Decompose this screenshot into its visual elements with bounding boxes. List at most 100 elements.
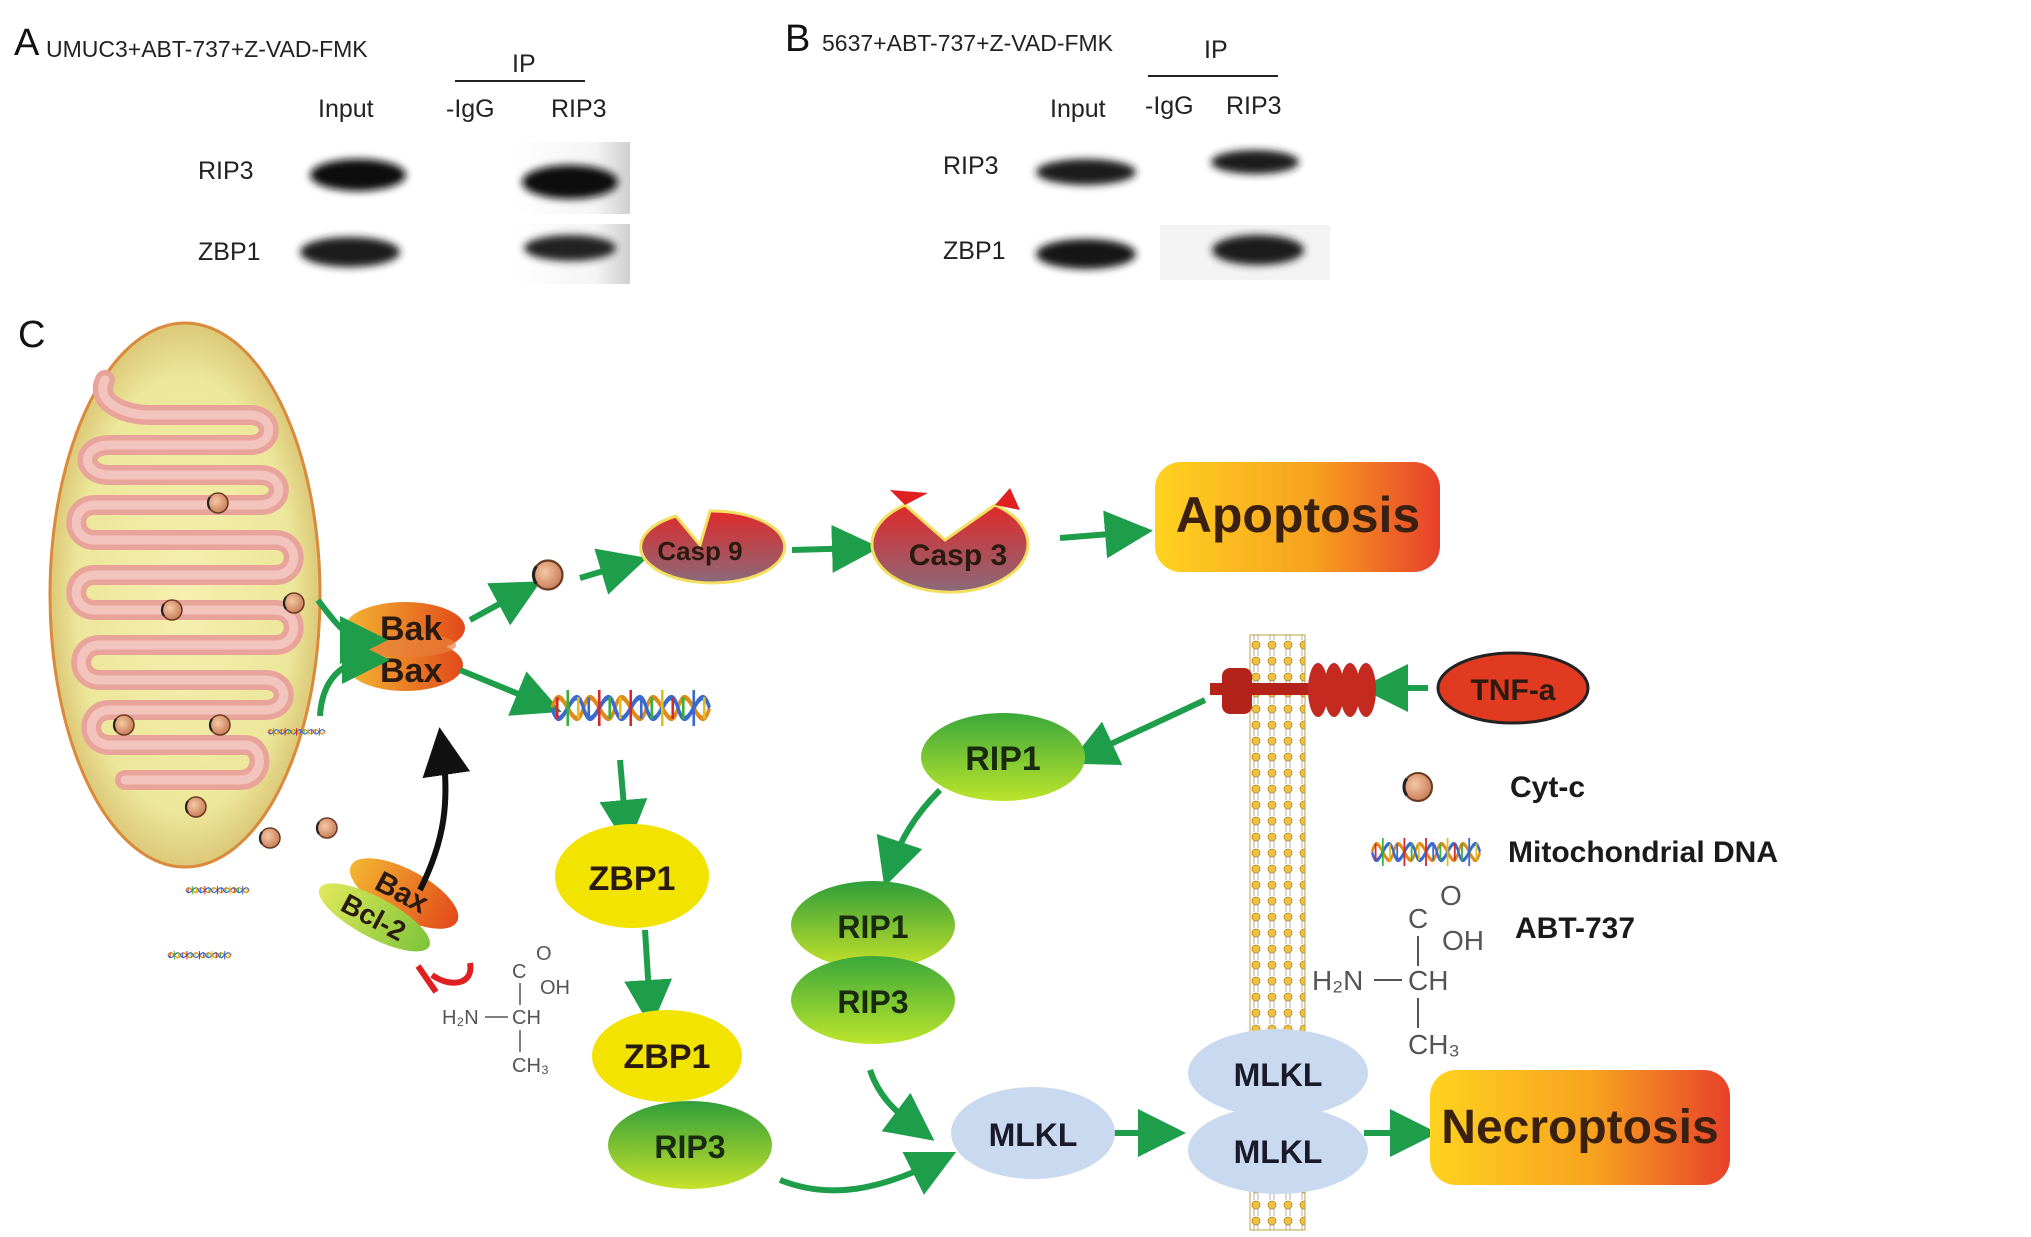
panel-a-blot — [300, 142, 630, 284]
panel-a-ip-label: IP — [512, 50, 536, 78]
svg-text:C: C — [512, 961, 526, 983]
cytc-in-mito-2 — [160, 598, 184, 622]
bax-bcl2-complex: Bax Bcl-2 — [318, 858, 459, 952]
legend-cytc-label: Cyt-c — [1510, 771, 1585, 804]
arrow-bcl2-release — [417, 727, 471, 892]
rip3-zbp-complex-label: RIP3 — [654, 1129, 725, 1165]
panel-a-col-input: Input — [318, 95, 374, 123]
svg-text:H₂N: H₂N — [1312, 965, 1363, 996]
panel-b-band-input-rip3 — [1036, 159, 1136, 185]
svg-text:Casp 3: Casp 3 — [909, 539, 1007, 572]
cytc-in-mito-3 — [282, 591, 306, 615]
panel-a-row-rip3: RIP3 — [198, 157, 254, 185]
svg-text:CH₃: CH₃ — [1408, 1029, 1460, 1060]
panel-a-col-igg: -IgG — [446, 95, 495, 123]
cytc-in-mito-6 — [184, 795, 208, 819]
svg-text:Casp 9: Casp 9 — [657, 536, 742, 566]
rip1-node — [921, 713, 1085, 801]
zbp1-node — [555, 824, 709, 928]
arrow-casp3-to-apoptosis — [1059, 510, 1153, 559]
svg-text:OH: OH — [1442, 925, 1484, 956]
panel-a-title: UMUC3+ABT-737+Z-VAD-FMK — [46, 36, 368, 62]
necroptosis-box — [1430, 1070, 1730, 1185]
svg-text:OH: OH — [540, 977, 570, 999]
panel-c-letter: C — [18, 314, 46, 356]
arrow-rip1-to-complex — [876, 787, 943, 888]
rip1-complex-label: RIP1 — [837, 909, 908, 945]
abt-inhibitor-arrow — [430, 962, 474, 986]
rip1-label: RIP1 — [965, 740, 1041, 778]
panel-a-ip-bracket — [455, 80, 585, 82]
svg-text:CH: CH — [512, 1007, 541, 1029]
zbp1-label: ZBP1 — [589, 860, 676, 898]
panel-b-ip-label: IP — [1204, 36, 1228, 64]
panel-a-band-rip3-rip3 — [522, 165, 618, 199]
panel-b-title: 5637+ABT-737+Z-VAD-FMK — [822, 30, 1114, 56]
panel-b-col-input: Input — [1050, 95, 1106, 123]
cytc-free — [531, 558, 565, 592]
svg-text:H₂N: H₂N — [442, 1007, 479, 1029]
tnf-receptor — [1210, 663, 1376, 717]
legend-mtdna-icon — [1372, 838, 1480, 866]
svg-text:CH: CH — [1408, 965, 1448, 996]
panel-b-band-rip3-rip3 — [1211, 150, 1299, 174]
cytc-in-mito-8 — [315, 816, 339, 840]
cytc-in-mito-1 — [206, 491, 230, 515]
panel-a-band-input-rip3 — [310, 159, 406, 191]
arrow-cytc-to-casp9 — [579, 548, 648, 595]
panel-a-row-zbp1: ZBP1 — [198, 238, 261, 266]
apoptosis-label: Apoptosis — [1176, 487, 1420, 543]
arrow-rip3-to-mlkl — [778, 1151, 957, 1195]
panel-b-col-rip3: RIP3 — [1226, 92, 1282, 120]
panel-b-letter: B — [785, 18, 811, 60]
panel-b-blot — [1036, 150, 1330, 280]
legend-mtdna-label: Mitochondrial DNA — [1508, 836, 1778, 869]
mlkl-bottom-label: MLKL — [1234, 1134, 1323, 1170]
mitochondrion — [48, 321, 339, 961]
bax-label: Bax — [380, 652, 442, 690]
panel-a-col-rip3: RIP3 — [551, 95, 607, 123]
casp3-node: Casp 3 — [870, 488, 1030, 594]
arrow-casp9-to-casp3 — [791, 524, 880, 573]
zbp1-complex-label: ZBP1 — [624, 1038, 711, 1076]
arrows — [315, 510, 1438, 1195]
svg-text:C: C — [1408, 903, 1428, 934]
arrow-bak-to-cytc — [468, 581, 541, 626]
arrow-tnfr-to-rip1 — [1068, 697, 1207, 766]
panel-b-band-rip3-zbp1 — [1212, 235, 1304, 265]
panel-b-ip-bracket — [1148, 75, 1278, 77]
mlkl-node — [951, 1087, 1115, 1179]
bak-label: Bak — [380, 610, 442, 648]
abt-molecule-small: O C OH H₂N CH CH₃ — [442, 943, 570, 1077]
rip3-zbp-complex-node — [608, 1101, 772, 1189]
arrow-dna-to-bax — [317, 636, 390, 717]
apoptosis-box — [1155, 462, 1440, 572]
panel-b-row-zbp1: ZBP1 — [943, 237, 1006, 265]
panel-b-band-input-zbp1 — [1036, 239, 1136, 269]
abt-molecule-legend: O C OH H₂N CH CH₃ — [1312, 880, 1484, 1060]
mtdna-in-mito-2 — [185, 885, 250, 896]
panel-a-band-input-zbp1 — [300, 237, 400, 267]
mlkl-label: MLKL — [989, 1117, 1078, 1153]
arrow-zbp1-to-zbp1 — [624, 929, 673, 1028]
legend-cytc-icon — [1402, 771, 1434, 803]
zbp1-complex-node — [592, 1010, 742, 1102]
abt-inhibitor-bar — [415, 964, 439, 994]
svg-text:O: O — [536, 943, 552, 965]
rip3-complex-node — [791, 956, 955, 1044]
tnf-label: TNF-a — [1471, 674, 1556, 707]
necroptosis-label: Necroptosis — [1441, 1101, 1718, 1154]
svg-text:CH₃: CH₃ — [512, 1055, 549, 1077]
mtdna-free — [552, 690, 710, 726]
mlkl-bottom-node — [1188, 1106, 1368, 1194]
cytc-in-mito-5 — [208, 713, 232, 737]
cytc-in-mito-7 — [258, 826, 282, 850]
panel-a-band-rip3-zbp1 — [524, 235, 616, 261]
mtdna-in-mito-3 — [167, 950, 232, 961]
mlkl-top-node — [1188, 1029, 1368, 1117]
cytc-in-mito-4 — [112, 713, 136, 737]
arrow-mtdna-to-zbp1 — [599, 759, 648, 848]
panel-b-row-rip3: RIP3 — [943, 152, 999, 180]
casp9-node: Casp 9 — [639, 509, 787, 585]
